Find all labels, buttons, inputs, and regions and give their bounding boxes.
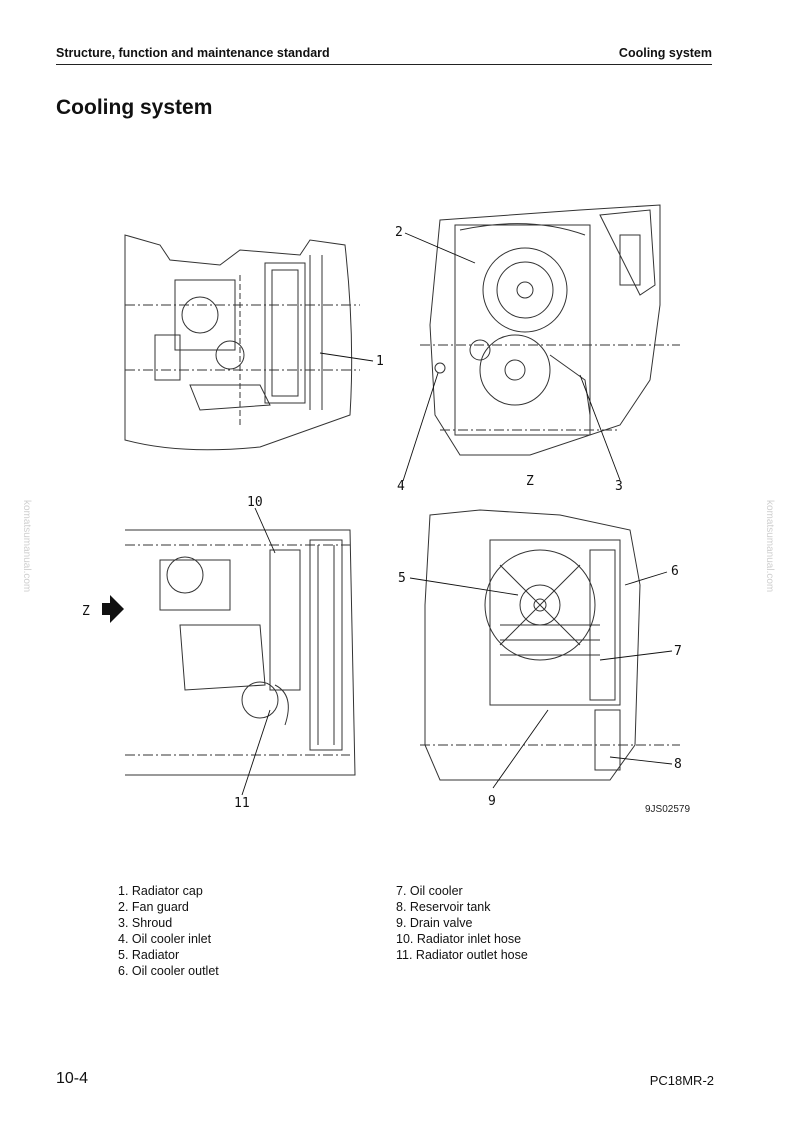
arrow-z-label: Z — [82, 604, 90, 619]
callout-5: 5 — [398, 571, 406, 586]
callout-6: 6 — [671, 564, 679, 579]
legend-item: 3. Shroud — [118, 916, 173, 930]
legend-item: 2. Fan guard — [118, 900, 189, 914]
callout-4: 4 — [397, 479, 405, 494]
callout-7: 7 — [674, 644, 682, 659]
legend-item: 6. Oil cooler outlet — [118, 964, 219, 978]
drawing-bottom-left — [125, 529, 356, 776]
watermark-right: komatsumanual.com — [764, 500, 775, 593]
callout-1: 1 — [376, 354, 384, 369]
legend-item: 4. Oil cooler inlet — [118, 932, 212, 946]
legend-item: 10. Radiator inlet hose — [396, 932, 522, 946]
drawing-top-right — [420, 204, 680, 456]
legend-column-1: 1. Radiator cap 2. Fan guard 3. Shroud 4… — [118, 883, 219, 979]
drawing-bottom-right — [420, 509, 680, 781]
page-title: Cooling system — [56, 96, 213, 119]
callout-9: 9 — [488, 794, 496, 809]
cooling-system-figure: Z Z 1 2 3 4 5 6 7 8 9 10 11 9JS02579 — [60, 185, 740, 825]
legend-item: 9. Drain valve — [396, 916, 473, 930]
drawing-top-left — [124, 234, 360, 451]
watermark-left: komatsumanual.com — [21, 500, 32, 593]
page-header: Structure, function and maintenance stan… — [56, 46, 712, 65]
legend-column-2: 7. Oil cooler 8. Reservoir tank 9. Drain… — [396, 883, 528, 963]
legend-item: 7. Oil cooler — [396, 884, 463, 898]
legend-item: 5. Radiator — [118, 948, 180, 962]
callout-2: 2 — [395, 225, 403, 240]
page-number: 10-4 — [56, 1070, 89, 1087]
model-name: PC18MR-2 — [649, 1073, 714, 1088]
callout-8: 8 — [674, 757, 682, 772]
leader-lines — [241, 232, 673, 796]
figure-code: 9JS02579 — [645, 804, 690, 815]
view-z-label: Z — [526, 474, 534, 489]
legend-item: 1. Radiator cap — [118, 884, 203, 898]
view-arrow-z — [102, 595, 124, 623]
technical-drawing: Z Z 1 2 3 4 5 6 7 8 9 10 11 9JS02579 — [82, 204, 690, 815]
callout-11: 11 — [234, 796, 250, 811]
callout-10: 10 — [247, 495, 263, 510]
legend-item: 11. Radiator outlet hose — [396, 948, 528, 962]
callout-3: 3 — [615, 479, 623, 494]
legend-item: 8. Reservoir tank — [396, 900, 491, 914]
header-topic: Cooling system — [618, 46, 712, 60]
header-section: Structure, function and maintenance stan… — [56, 46, 330, 60]
